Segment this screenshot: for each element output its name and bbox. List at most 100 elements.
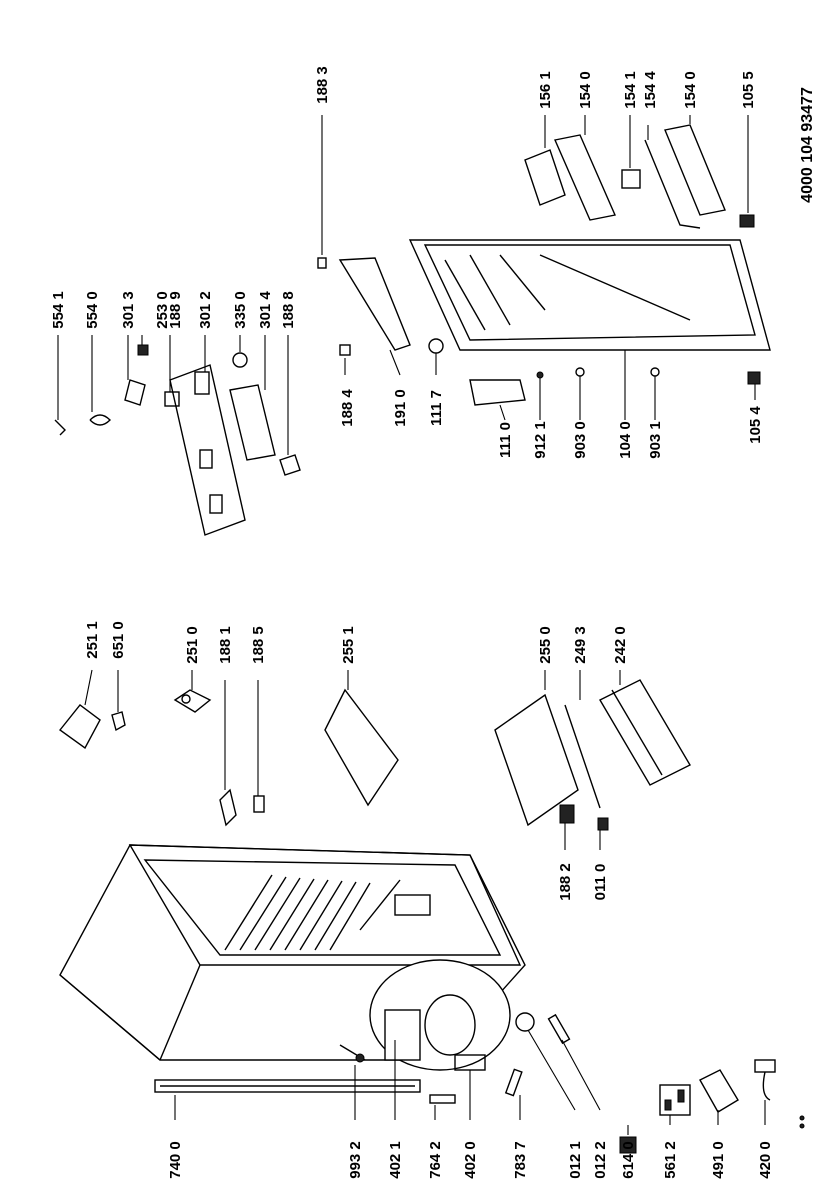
door-shelf-lower <box>664 124 726 216</box>
label-188-3: 188 3 <box>314 66 331 104</box>
label-104-0: 104 0 <box>617 421 634 459</box>
label-188-5: 188 5 <box>250 626 267 664</box>
drawer-rail <box>564 704 601 809</box>
document-number: 4000 104 93477 <box>799 87 816 203</box>
grommet <box>515 1012 535 1032</box>
screw <box>597 817 609 831</box>
sleeve <box>547 1013 571 1045</box>
connector <box>54 419 66 436</box>
hinge-pin <box>253 795 265 813</box>
label-740-0: 740 0 <box>167 1141 184 1179</box>
label-242-0: 242 0 <box>612 626 629 664</box>
cover-plate <box>173 689 212 713</box>
label-912-1: 912 1 <box>532 421 549 459</box>
panel-label <box>279 454 301 476</box>
label-012-2: 012 2 <box>592 1141 609 1179</box>
lower-hinge <box>747 371 761 385</box>
hinge-cover-left <box>339 344 351 356</box>
label-191-0: 191 0 <box>392 389 409 427</box>
glass-shelf-lower <box>494 693 579 827</box>
label-420-0: 420 0 <box>757 1141 774 1179</box>
label-554-0: 554 0 <box>84 291 101 329</box>
label-249-3: 249 3 <box>572 626 589 664</box>
label-255-0: 255 0 <box>537 626 554 664</box>
label-188-8: 188 8 <box>280 291 297 329</box>
crisper-drawer <box>599 679 691 786</box>
power-cord <box>754 1059 776 1101</box>
knob-small <box>164 391 180 407</box>
label-301-2: 301 2 <box>197 291 214 329</box>
hinge-bottom <box>739 214 755 228</box>
label-188-4: 188 4 <box>339 389 356 427</box>
cover-box <box>699 1069 739 1113</box>
label-402-0: 402 0 <box>462 1141 479 1179</box>
lamp-cover <box>229 384 276 461</box>
dot <box>799 1115 805 1121</box>
foot <box>575 367 585 377</box>
label-011-0: 011 0 <box>592 864 609 901</box>
thermostat-knob <box>232 352 248 368</box>
hinge-upper <box>219 788 237 827</box>
label-251-0: 251 0 <box>184 626 201 664</box>
label-154-1: 154 1 <box>622 71 639 109</box>
bottle-holder <box>621 169 641 189</box>
label-111-7: 111 7 <box>428 390 445 426</box>
label-561-2: 561 2 <box>662 1141 679 1179</box>
lamp-holder <box>137 344 149 356</box>
foot <box>650 367 660 377</box>
label-156-1: 156 1 <box>537 71 554 109</box>
label-154-0-upper: 154 0 <box>577 71 594 109</box>
label-783-7: 783 7 <box>512 1141 529 1179</box>
label-402-1: 402 1 <box>387 1141 404 1179</box>
door-plug <box>428 338 444 354</box>
label-903-0: 903 0 <box>572 421 589 459</box>
label-188-2: 188 2 <box>557 863 574 901</box>
label-154-4: 154 4 <box>642 71 659 109</box>
label-105-4: 105 4 <box>747 406 764 444</box>
door-handle <box>469 379 526 406</box>
fan-motor <box>111 711 126 732</box>
refrigerator-door <box>408 239 771 351</box>
label-651-0: 651 0 <box>110 621 127 659</box>
part-labels: 740 0 993 2 402 1 764 2 402 0 783 7 012 … <box>50 66 774 1179</box>
shelf-rails <box>224 874 431 951</box>
label-188-1: 188 1 <box>217 626 234 664</box>
label-614-0: 614 0 <box>620 1141 637 1179</box>
label-903-1: 903 1 <box>647 421 664 459</box>
label-105-5: 105 5 <box>740 71 757 109</box>
label-993-2: 993 2 <box>347 1141 364 1179</box>
label-335-0: 335 0 <box>232 291 249 329</box>
fan-assembly <box>58 704 101 750</box>
label-253-0: 253 0 <box>154 291 171 329</box>
egg-tray <box>524 149 566 206</box>
label-255-1: 255 1 <box>340 626 357 664</box>
label-251-1: 251 1 <box>84 621 101 659</box>
dryer-filter <box>429 1094 456 1104</box>
label-554-1: 554 1 <box>50 291 67 329</box>
label-154-0-lower: 154 0 <box>682 71 699 109</box>
label-012-1: 012 1 <box>567 1141 584 1179</box>
compressor <box>369 959 511 1071</box>
capillary-part <box>504 1068 523 1097</box>
shelf-support <box>559 804 575 824</box>
switch-cluster <box>124 379 146 406</box>
hinge-cover-right <box>317 257 327 269</box>
label-111-0: 111 0 <box>497 422 514 458</box>
screw-small <box>536 371 544 379</box>
electronic-board <box>659 1084 691 1116</box>
refrigerator-cabinet <box>59 844 526 1104</box>
label-764-2: 764 2 <box>427 1141 444 1179</box>
leader-lines <box>57 115 766 1135</box>
condenser <box>154 1079 421 1093</box>
relay <box>619 1136 637 1154</box>
control-panel <box>169 364 246 536</box>
door-shelf-upper <box>554 134 616 221</box>
label-301-4: 301 4 <box>257 291 274 329</box>
label-491-0: 491 0 <box>710 1141 727 1179</box>
glass-shelf-upper <box>324 688 399 807</box>
spring <box>89 414 111 426</box>
label-188-9: 188 9 <box>167 291 184 329</box>
door-gasket <box>338 257 411 351</box>
dot <box>799 1123 805 1129</box>
